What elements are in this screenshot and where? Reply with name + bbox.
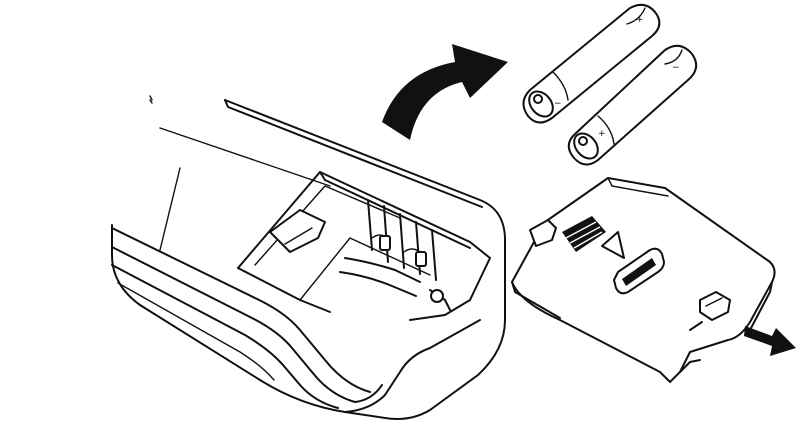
aaa-battery-icon: + − + −: [522, 3, 698, 166]
battery-cover: [511, 177, 776, 383]
speck-mark: [149, 95, 153, 101]
right-arrow-icon: [744, 326, 796, 356]
triangle-arrow-icon: [601, 231, 625, 259]
cover-battery-symbol: [613, 247, 665, 295]
battery-1-plus: +: [636, 15, 644, 25]
battery-1: + −: [522, 3, 661, 124]
battery-contacts: [367, 199, 437, 281]
remote-control-body: [111, 99, 506, 420]
battery-1-minus: −: [554, 99, 562, 109]
battery-2-minus: −: [672, 63, 680, 73]
cover-hook-tab: [529, 219, 557, 247]
curved-arrow-icon: [382, 44, 508, 140]
battery-compartment: [237, 171, 491, 321]
battery-2: + −: [567, 44, 698, 166]
cover-grip-ridges: [562, 216, 606, 252]
cover-latch: [689, 291, 731, 331]
battery-2-plus: +: [598, 129, 606, 139]
compartment-latch: [269, 209, 326, 253]
